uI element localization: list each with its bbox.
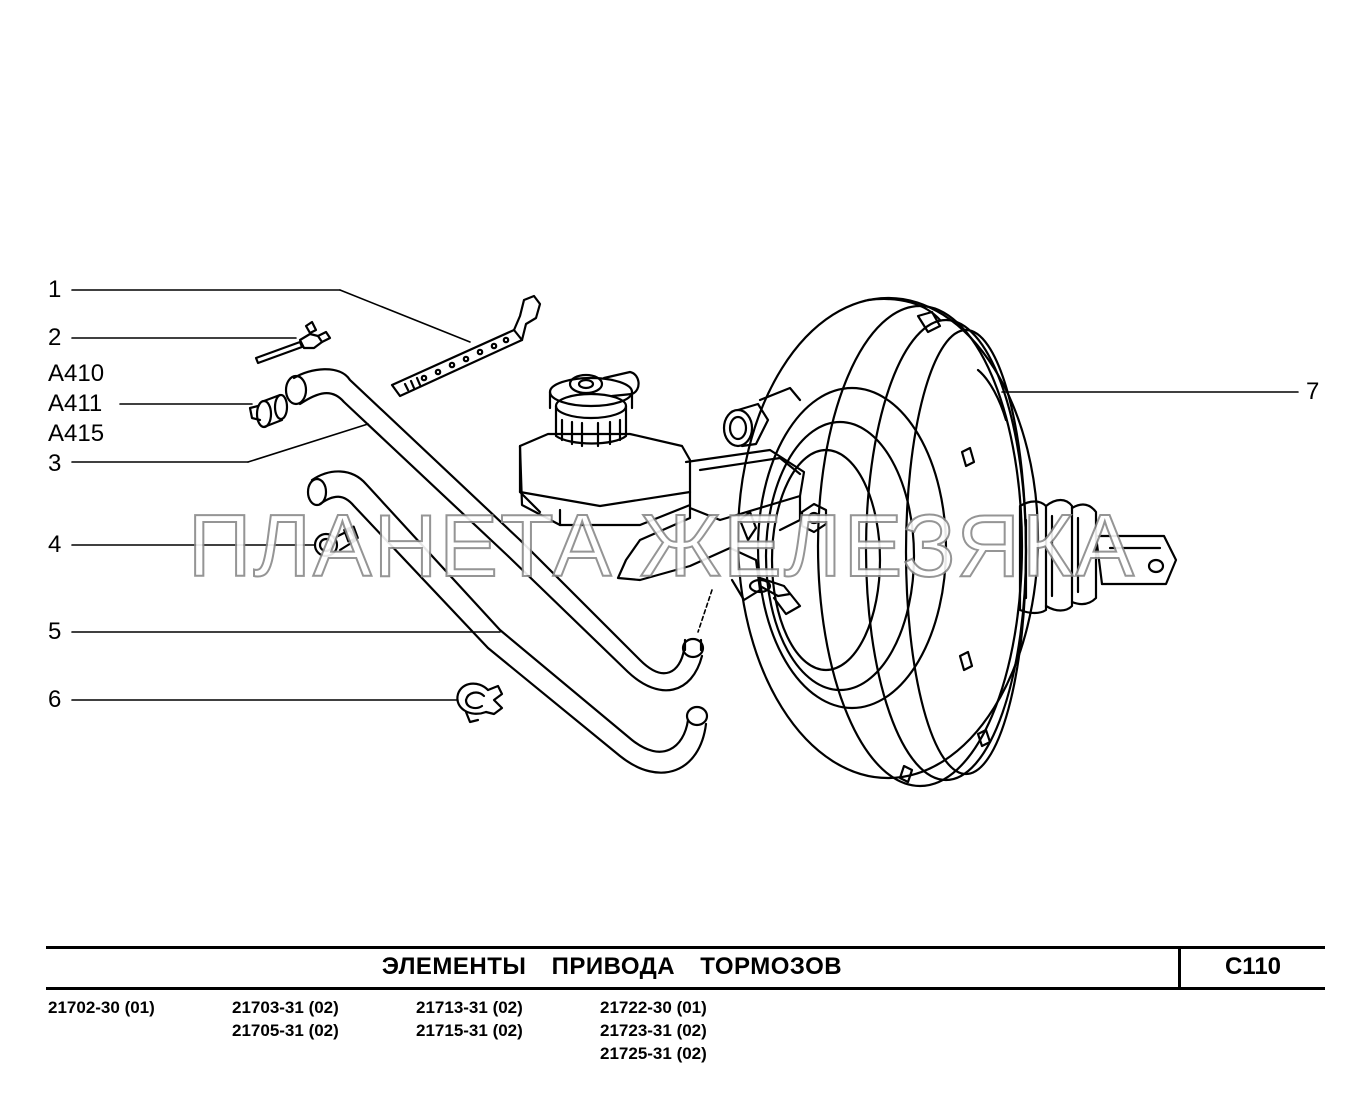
pushrod-fork — [1094, 534, 1178, 586]
callout-label-4: 4 — [48, 531, 62, 558]
watermark: ПЛАНЕТА ЖЕЛЕЗЯКА — [187, 496, 1137, 595]
model-code: 21703-31 (02) — [232, 998, 339, 1017]
leader-lines — [71, 289, 1299, 701]
vacuum-hose-lower — [306, 470, 709, 774]
callout-label-a415: A415 — [48, 420, 105, 447]
callout-label-6: 6 — [48, 686, 62, 713]
hose-clamp-part — [313, 525, 359, 558]
callout-label-3: 3 — [48, 450, 62, 477]
vacuum-hose-upper — [284, 368, 705, 692]
callout-label-a411: A411 — [48, 390, 103, 417]
vacuum-booster — [722, 296, 1040, 788]
spring-clip-part — [456, 682, 504, 724]
callout-label-1: 1 — [48, 276, 62, 303]
title-divider — [1178, 946, 1181, 990]
clip-pin-part — [254, 320, 332, 365]
title-block — [46, 946, 1325, 990]
hose-fitting-part — [248, 393, 289, 429]
page-title: ЭЛЕМЕНТЫ ПРИВОДА ТОРМОЗОВ — [381, 953, 843, 980]
callout-label-7: 7 — [1306, 378, 1320, 405]
pushrod-boot — [1018, 498, 1098, 615]
model-code: 21722-30 (01) — [600, 998, 707, 1017]
callout-label-2: 2 — [48, 324, 62, 351]
model-code: 21705-31 (02) — [232, 1021, 339, 1040]
model-code: 21702-30 (01) — [48, 998, 155, 1017]
section-code: C110 — [1224, 953, 1282, 980]
master-cylinder-reservoir — [518, 370, 828, 616]
cable-strap-part — [390, 294, 542, 398]
callout-label-a410: A410 — [48, 360, 105, 387]
model-code: 21713-31 (02) — [416, 998, 523, 1017]
model-code: 21723-31 (02) — [600, 1021, 707, 1040]
callout-label-5: 5 — [48, 618, 62, 645]
model-code: 21725-31 (02) — [600, 1044, 707, 1063]
model-code: 21715-31 (02) — [416, 1021, 523, 1040]
